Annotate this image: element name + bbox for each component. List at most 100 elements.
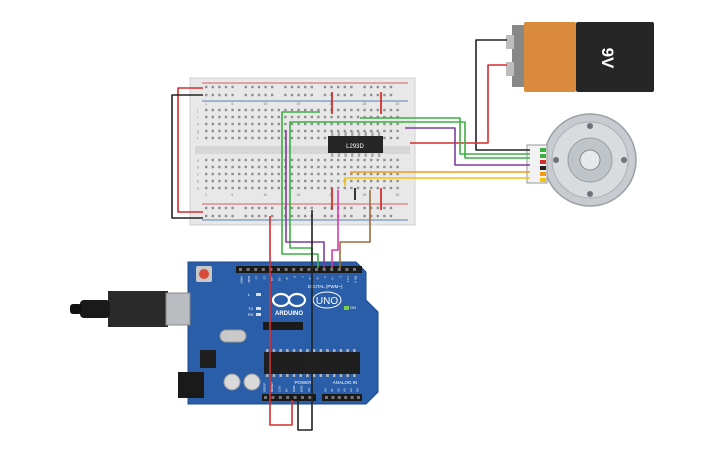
capacitor (223, 373, 241, 391)
breadboard-hole (218, 165, 221, 169)
header-pin[interactable] (325, 396, 328, 399)
header-pin[interactable] (299, 268, 303, 271)
icsp-header (263, 322, 303, 330)
battery-9v[interactable]: 9V (506, 22, 654, 92)
header-pin[interactable] (286, 396, 290, 399)
breadboard-hole (231, 165, 234, 169)
chip-pin (346, 349, 349, 352)
breadboard-hole (383, 172, 386, 176)
breadboard-hole (370, 93, 373, 97)
wire-red-5v (269, 216, 293, 426)
breadboard-row-letter: j (196, 109, 198, 113)
chip-pin (353, 349, 356, 352)
breadboard-hole (396, 186, 399, 190)
header-pin[interactable] (331, 396, 335, 399)
breadboard-hole (389, 136, 393, 140)
header-pin[interactable] (337, 268, 341, 271)
digital-pin-label: ~3 (331, 276, 335, 280)
voltage-regulator (200, 350, 216, 368)
breadboard-hole (231, 93, 234, 97)
motor-pin (540, 172, 546, 176)
header-pin[interactable] (322, 268, 326, 271)
breadboard-hole (350, 172, 353, 176)
breadboard-hole (290, 93, 294, 97)
breadboard-hole (310, 179, 313, 183)
motor-pin (540, 148, 546, 152)
header-pin[interactable] (307, 268, 311, 271)
header-pin[interactable] (315, 268, 318, 271)
breadboard-col-number: 30 (395, 102, 399, 106)
chip-pin (306, 349, 309, 352)
header-pin[interactable] (239, 268, 242, 271)
breadboard-hole (284, 108, 287, 112)
analog-pin-label: A2 (336, 388, 340, 392)
breadboard-hole (290, 186, 294, 190)
header-pin[interactable] (345, 268, 349, 271)
breadboard-hole (231, 172, 234, 176)
header-pin[interactable] (344, 396, 348, 399)
breadboard-row-letter: g (197, 130, 199, 134)
header-pin[interactable] (264, 396, 267, 399)
breadboard-hole (218, 214, 221, 218)
l293d-chip[interactable]: L293D (328, 132, 383, 157)
header-pin[interactable] (293, 396, 297, 399)
digital-pin-label: ~10 (278, 276, 282, 281)
breadboard-hole (244, 108, 247, 112)
arduino-model: UNO (316, 296, 338, 307)
breadboard-hole (356, 108, 360, 112)
arduino-uno[interactable]: ARDUINO UNO ON TX RX L DIGITAL (PWM~) PO… (70, 261, 379, 405)
breadboard-hole (277, 122, 280, 126)
breadboard-hole (310, 172, 313, 176)
breadboard-hole (218, 108, 221, 112)
header-pin[interactable] (278, 396, 282, 399)
header-pin[interactable] (330, 268, 334, 271)
header-pin[interactable] (292, 268, 296, 271)
breadboard-hole (271, 186, 274, 190)
header-pin[interactable] (269, 268, 273, 271)
breadboard-hole (330, 129, 333, 133)
breadboard-hole (218, 172, 221, 176)
header-pin[interactable] (350, 396, 354, 399)
header-pin[interactable] (301, 396, 304, 399)
chip-pin (299, 374, 302, 377)
header-pin[interactable] (261, 268, 265, 271)
breadboard-hole (290, 165, 294, 169)
breadboard-hole (310, 136, 313, 140)
header-pin[interactable] (284, 268, 288, 271)
digital-pin-label: ~11 (270, 276, 274, 281)
breadboard-hole (211, 179, 214, 183)
breadboard-hole (304, 115, 307, 119)
breadboard-hole (264, 172, 267, 176)
breadboard-hole (376, 165, 379, 169)
breadboard-hole (224, 129, 228, 133)
header-pin[interactable] (271, 396, 275, 399)
usb-cable-plug (108, 291, 168, 327)
breadboard-hole (363, 214, 366, 218)
breadboard-hole (304, 214, 307, 218)
breadboard-hole (271, 108, 274, 112)
breadboard-hole (244, 115, 247, 119)
breadboard-hole (363, 85, 366, 89)
header-pin[interactable] (254, 268, 258, 271)
breadboard-hole (224, 206, 228, 210)
l293d-pin (377, 153, 381, 157)
dc-motor[interactable] (526, 113, 637, 207)
header-pin[interactable] (246, 268, 250, 271)
breadboard-hole (389, 115, 393, 119)
breadboard-hole (337, 179, 340, 183)
breadboard-hole (224, 158, 228, 162)
breadboard-hole (350, 206, 353, 210)
chip-pin (326, 374, 329, 377)
breadboard-hole (290, 206, 294, 210)
header-pin[interactable] (337, 396, 341, 399)
header-pin[interactable] (308, 396, 312, 399)
breadboard-hole (356, 158, 360, 162)
breadboard-hole (224, 115, 228, 119)
header-pin[interactable] (353, 268, 356, 271)
breadboard-hole (376, 214, 379, 218)
header-pin[interactable] (277, 268, 280, 271)
header-pin[interactable] (357, 396, 360, 399)
breadboard-hole (251, 115, 254, 119)
breadboard-hole (323, 85, 327, 89)
breadboard-hole (264, 136, 267, 140)
